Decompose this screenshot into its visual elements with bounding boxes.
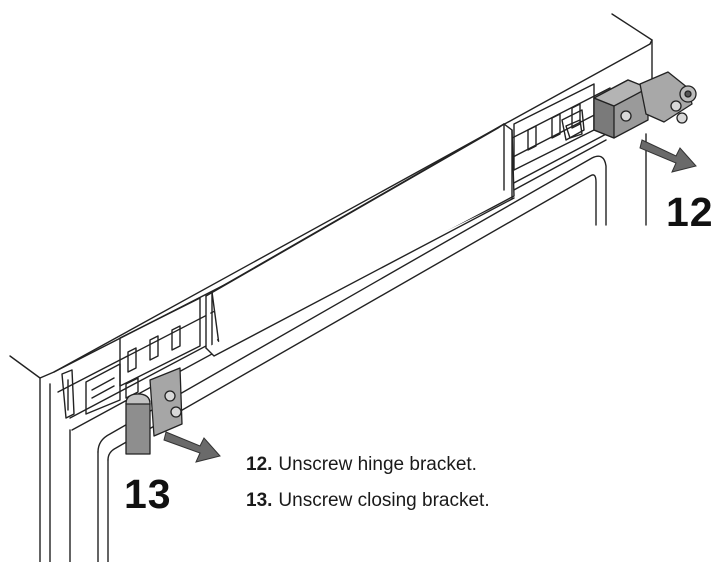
instruction-list: 12.Unscrew hinge bracket. 13.Unscrew clo… xyxy=(246,454,490,526)
instruction-text: Unscrew hinge bracket. xyxy=(278,454,477,475)
top-cover-panel xyxy=(205,123,515,357)
right-mech-slots xyxy=(527,103,581,151)
closing-bracket-plate xyxy=(149,367,183,437)
instruction-text: Unscrew closing bracket. xyxy=(278,490,490,511)
left-mech-detail xyxy=(125,377,139,399)
cover-panel-edge-right xyxy=(503,123,513,199)
hinge-bracket-icon xyxy=(593,71,697,139)
cabinet-top-edge xyxy=(9,355,41,562)
step-13-callout: 13 xyxy=(124,471,172,517)
closing-bracket-icon xyxy=(125,367,183,455)
cover-panel-lower-edge xyxy=(205,197,515,357)
cabinet-left-edge xyxy=(39,43,651,379)
cabinet-right-top xyxy=(611,13,653,45)
window-left-drop xyxy=(97,451,109,562)
step-12-callout: 12 xyxy=(666,189,714,235)
door-window xyxy=(97,155,607,562)
instruction-number: 12. xyxy=(246,454,273,475)
left-mech-clips xyxy=(61,369,75,419)
cover-panel-edge-top xyxy=(205,123,505,297)
right-mech-clip xyxy=(561,109,585,141)
left-mech-base xyxy=(85,363,121,415)
hinge-pin-center xyxy=(684,90,692,98)
left-mech-slots xyxy=(127,325,181,373)
arrow-13 xyxy=(163,431,221,463)
instruction-item: 13.Unscrew closing bracket. xyxy=(246,490,490,526)
screw-icon xyxy=(620,100,688,124)
cover-panel-face xyxy=(211,123,515,353)
instruction-item: 12.Unscrew hinge bracket. xyxy=(246,454,490,490)
arrow-12 xyxy=(639,139,697,173)
window-outer xyxy=(97,155,607,453)
right-mech-tab xyxy=(565,119,583,139)
left-mech-box xyxy=(119,297,201,387)
removal-arrow-icon xyxy=(163,139,697,463)
window-inner xyxy=(107,174,597,461)
cabinet-right-side xyxy=(645,39,653,226)
screw-icon xyxy=(164,390,182,418)
instruction-number: 13. xyxy=(246,490,273,511)
left-hinge-mechanism xyxy=(61,297,201,419)
closing-bracket-top xyxy=(125,393,151,405)
